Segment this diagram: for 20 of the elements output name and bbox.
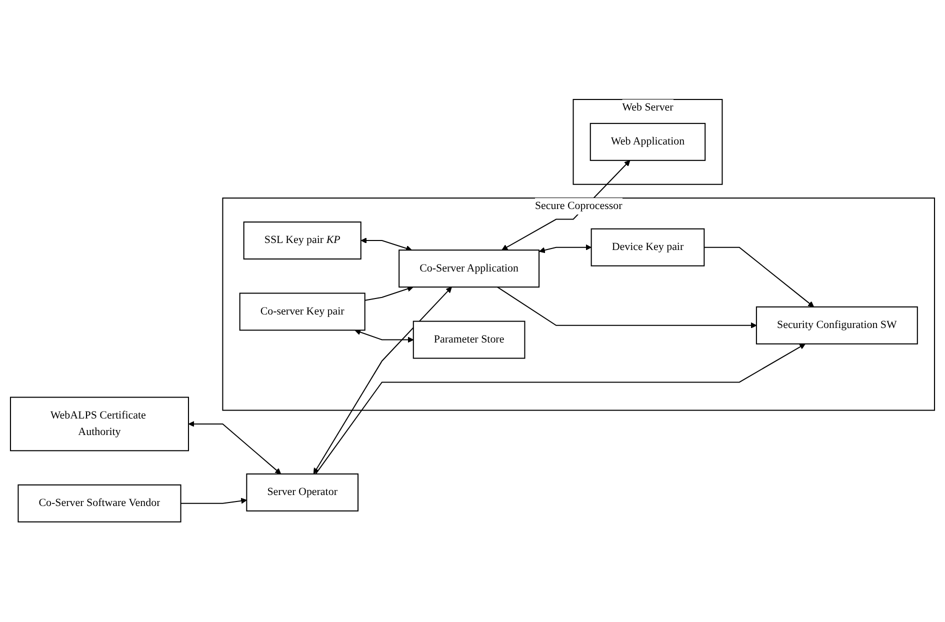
node-box: WebALPS Certificate Authority: [10, 397, 189, 452]
arrow: [704, 247, 814, 308]
node-box: Co-Server Software Vendor: [18, 484, 182, 523]
arrow: [364, 286, 414, 302]
arrow: [360, 238, 412, 252]
node-box: Security Configuration SW: [756, 306, 918, 345]
node-box: Co-server Key pair: [239, 293, 366, 332]
arrow: [313, 287, 452, 474]
arrow: [180, 498, 247, 504]
node-box: Server Operator: [246, 474, 359, 512]
node-box: Co-Server Application: [398, 250, 540, 288]
arrow: [188, 421, 282, 475]
arrow: [539, 244, 592, 254]
node-box: Parameter Store: [412, 321, 526, 360]
arrow: [354, 330, 414, 344]
node-box: Device Key pair: [590, 228, 705, 267]
arrow: [315, 344, 806, 475]
arrow: [497, 286, 757, 329]
node-box: Web Application: [590, 123, 706, 162]
node-box: SSL Key pair KP: [243, 222, 362, 260]
